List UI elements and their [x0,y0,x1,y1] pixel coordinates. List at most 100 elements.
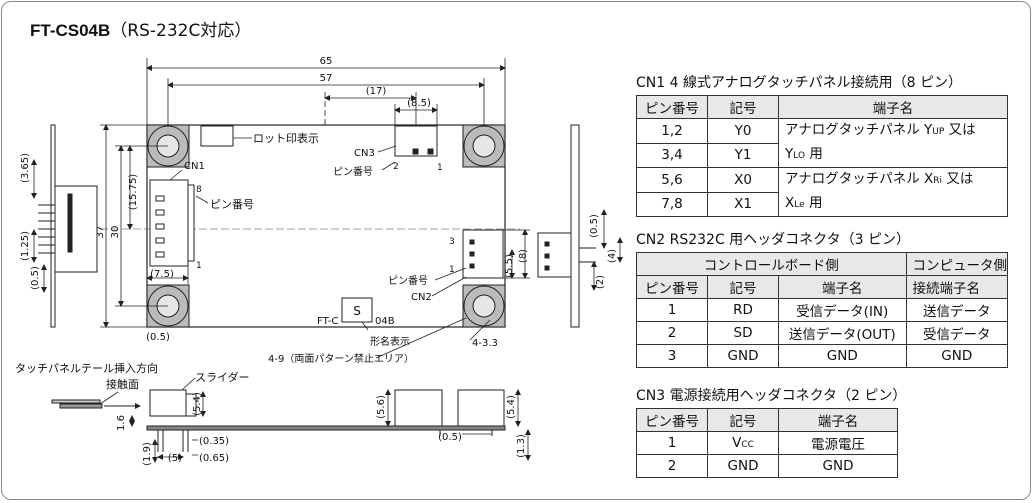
cn2-header-pin: ピン番号 [636,275,708,299]
cn2-cell: 受信データ(IN) [778,298,907,322]
left-side-view [38,124,98,328]
cn2-header-connect: 接続端子名 [905,275,1008,299]
cn1-row-pin: 7,8 [636,191,708,217]
keepout-label: 4-9（両面パターン禁止エリア） [268,353,414,365]
title-suffix: （RS-232C対応） [110,21,252,41]
cn2-cell: 受信データ [905,321,1008,345]
dim-1-9: (1.9) [142,442,153,466]
cn3-header-name: 端子名 [778,408,898,432]
cn2-group-left: コントロールボード側 [636,252,907,276]
cn2-cell: GND [905,344,1008,368]
cn3-row-name: GND [778,454,898,478]
mechanical-drawing: 65 57 (17) (8.5) ロット印表示 CN1 8 1 ピン番号 [15,56,623,466]
cn1-header-symbol: 記号 [707,95,779,119]
dim-17: (17) [366,86,387,97]
dim-3-65: (3.65) [20,153,31,183]
cn3-header-pin: ピン番号 [636,408,708,432]
cn1-row-pin: 1,2 [636,118,708,144]
cn1-connector [149,179,195,267]
dim-4-3-3: 4-3.3 [472,338,498,349]
cn2-label: CN2 [411,292,432,303]
cn1-row-pin: 3,4 [636,142,708,168]
lot-mark-box [200,125,234,147]
cn2-connector [462,229,504,279]
bottom-side-view [51,389,506,452]
cn1-row-pin: 5,6 [636,167,708,193]
cn1-row-symbol: Y1 [707,142,779,168]
cn1-header-name: 端子名 [778,95,1008,119]
dim-1-25: (1.25) [20,231,31,261]
dim-8: (8) [518,249,529,263]
dim-0-5-corner: (0.5) [146,332,170,343]
cn2-pin1: 1 [449,265,455,275]
cn2-group-right: コンピュータ側 [905,252,1008,276]
cn2-cell: GND [707,344,779,368]
dim-8-5: (8.5) [407,98,431,109]
cn2-cell: 1 [636,298,708,322]
dim-5-4-a: (5.4) [192,392,203,416]
dim-1-6: 1.6 [116,415,127,431]
cn2-cell: RD [707,298,779,322]
cn1-heading: CN1 4 線式アナログタッチパネル接続用（8 ピン） [636,75,963,91]
dim-5: (5) [168,453,182,464]
cn1-row-symbol: X1 [707,191,779,217]
cn3-table: ピン番号 記号 端子名 1 VCC 電源電圧 2 GND GND [636,408,898,478]
dim-57: 57 [320,73,333,84]
cn3-pin-number-label: ピン番号 [333,166,373,178]
cn3-header-symbol: 記号 [707,408,779,432]
dim-1-3: (1.3) [516,434,527,458]
dim-0-5-r1: (0.5) [589,214,600,238]
cn3-pin2: 2 [393,162,399,172]
cn3-heading: CN3 電源接続用ヘッダコネクタ（2 ピン） [636,388,907,404]
cn2-cell: 3 [636,344,708,368]
cn1-pin-number-label: ピン番号 [210,198,254,211]
dim-65: 65 [320,56,333,67]
cn3-row-symbol: GND [707,454,779,478]
model-name: FT-CS04B [30,21,111,40]
cn2-heading: CN2 RS232C 用ヘッダコネクタ（3 ピン） [636,232,910,248]
cn2-pin3: 3 [449,237,455,247]
cn3-row-pin: 1 [636,431,708,455]
cn1-header-pin: ピン番号 [636,95,708,119]
cn2-cell: SD [707,321,779,345]
cn1-row-symbol: X0 [707,167,779,193]
slider-label: スライダー [195,370,250,384]
dim-5-5: (5.5) [504,254,515,278]
cn2-table: コントロールボード側 コンピュータ側 ピン番号 記号 端子名 接続端子名 1 R… [636,252,1008,368]
cn2-header-symbol: 記号 [707,275,779,299]
dim-15-75: (15.75) [128,174,139,211]
cn2-cell: GND [778,344,907,368]
dim-0-65: (0.65) [199,453,229,464]
dim-4: (4) [607,249,618,263]
model-box [341,297,373,323]
lot-label: ロット印表示 [253,131,319,145]
contact-face-label: 接触面 [106,377,139,391]
cn1-pin1: 1 [196,261,202,271]
left-dimensions [100,124,189,328]
cn3-row-pin: 2 [636,454,708,478]
cn3-label: CN3 [354,148,375,159]
dim-30: 30 [110,226,121,239]
dim-5-4-b: (5.4) [506,395,517,419]
cn3-pin1: 1 [437,163,443,173]
dim-0-5-left: (0.5) [30,266,41,290]
cn2-dimensions [503,229,530,279]
dim-0-5-bottom: (0.5) [438,432,462,443]
dim-0-35: (0.35) [199,436,229,447]
model-left-text: FT-C [317,316,338,327]
cn3-connector [394,125,438,157]
cn2-header-name: 端子名 [778,275,907,299]
cn2-cell: 送信データ [905,298,1008,322]
cn2-cell: 送信データ(OUT) [778,321,907,345]
dim-2: (2) [595,275,606,289]
model-box-letter: S [353,304,361,318]
cn1-row-symbol: Y0 [707,118,779,144]
cn1-label: CN1 [184,161,205,172]
cn3-row-name: 電源電圧 [778,431,898,455]
board-outline [146,124,506,328]
model-right-text: 04B [375,316,395,327]
